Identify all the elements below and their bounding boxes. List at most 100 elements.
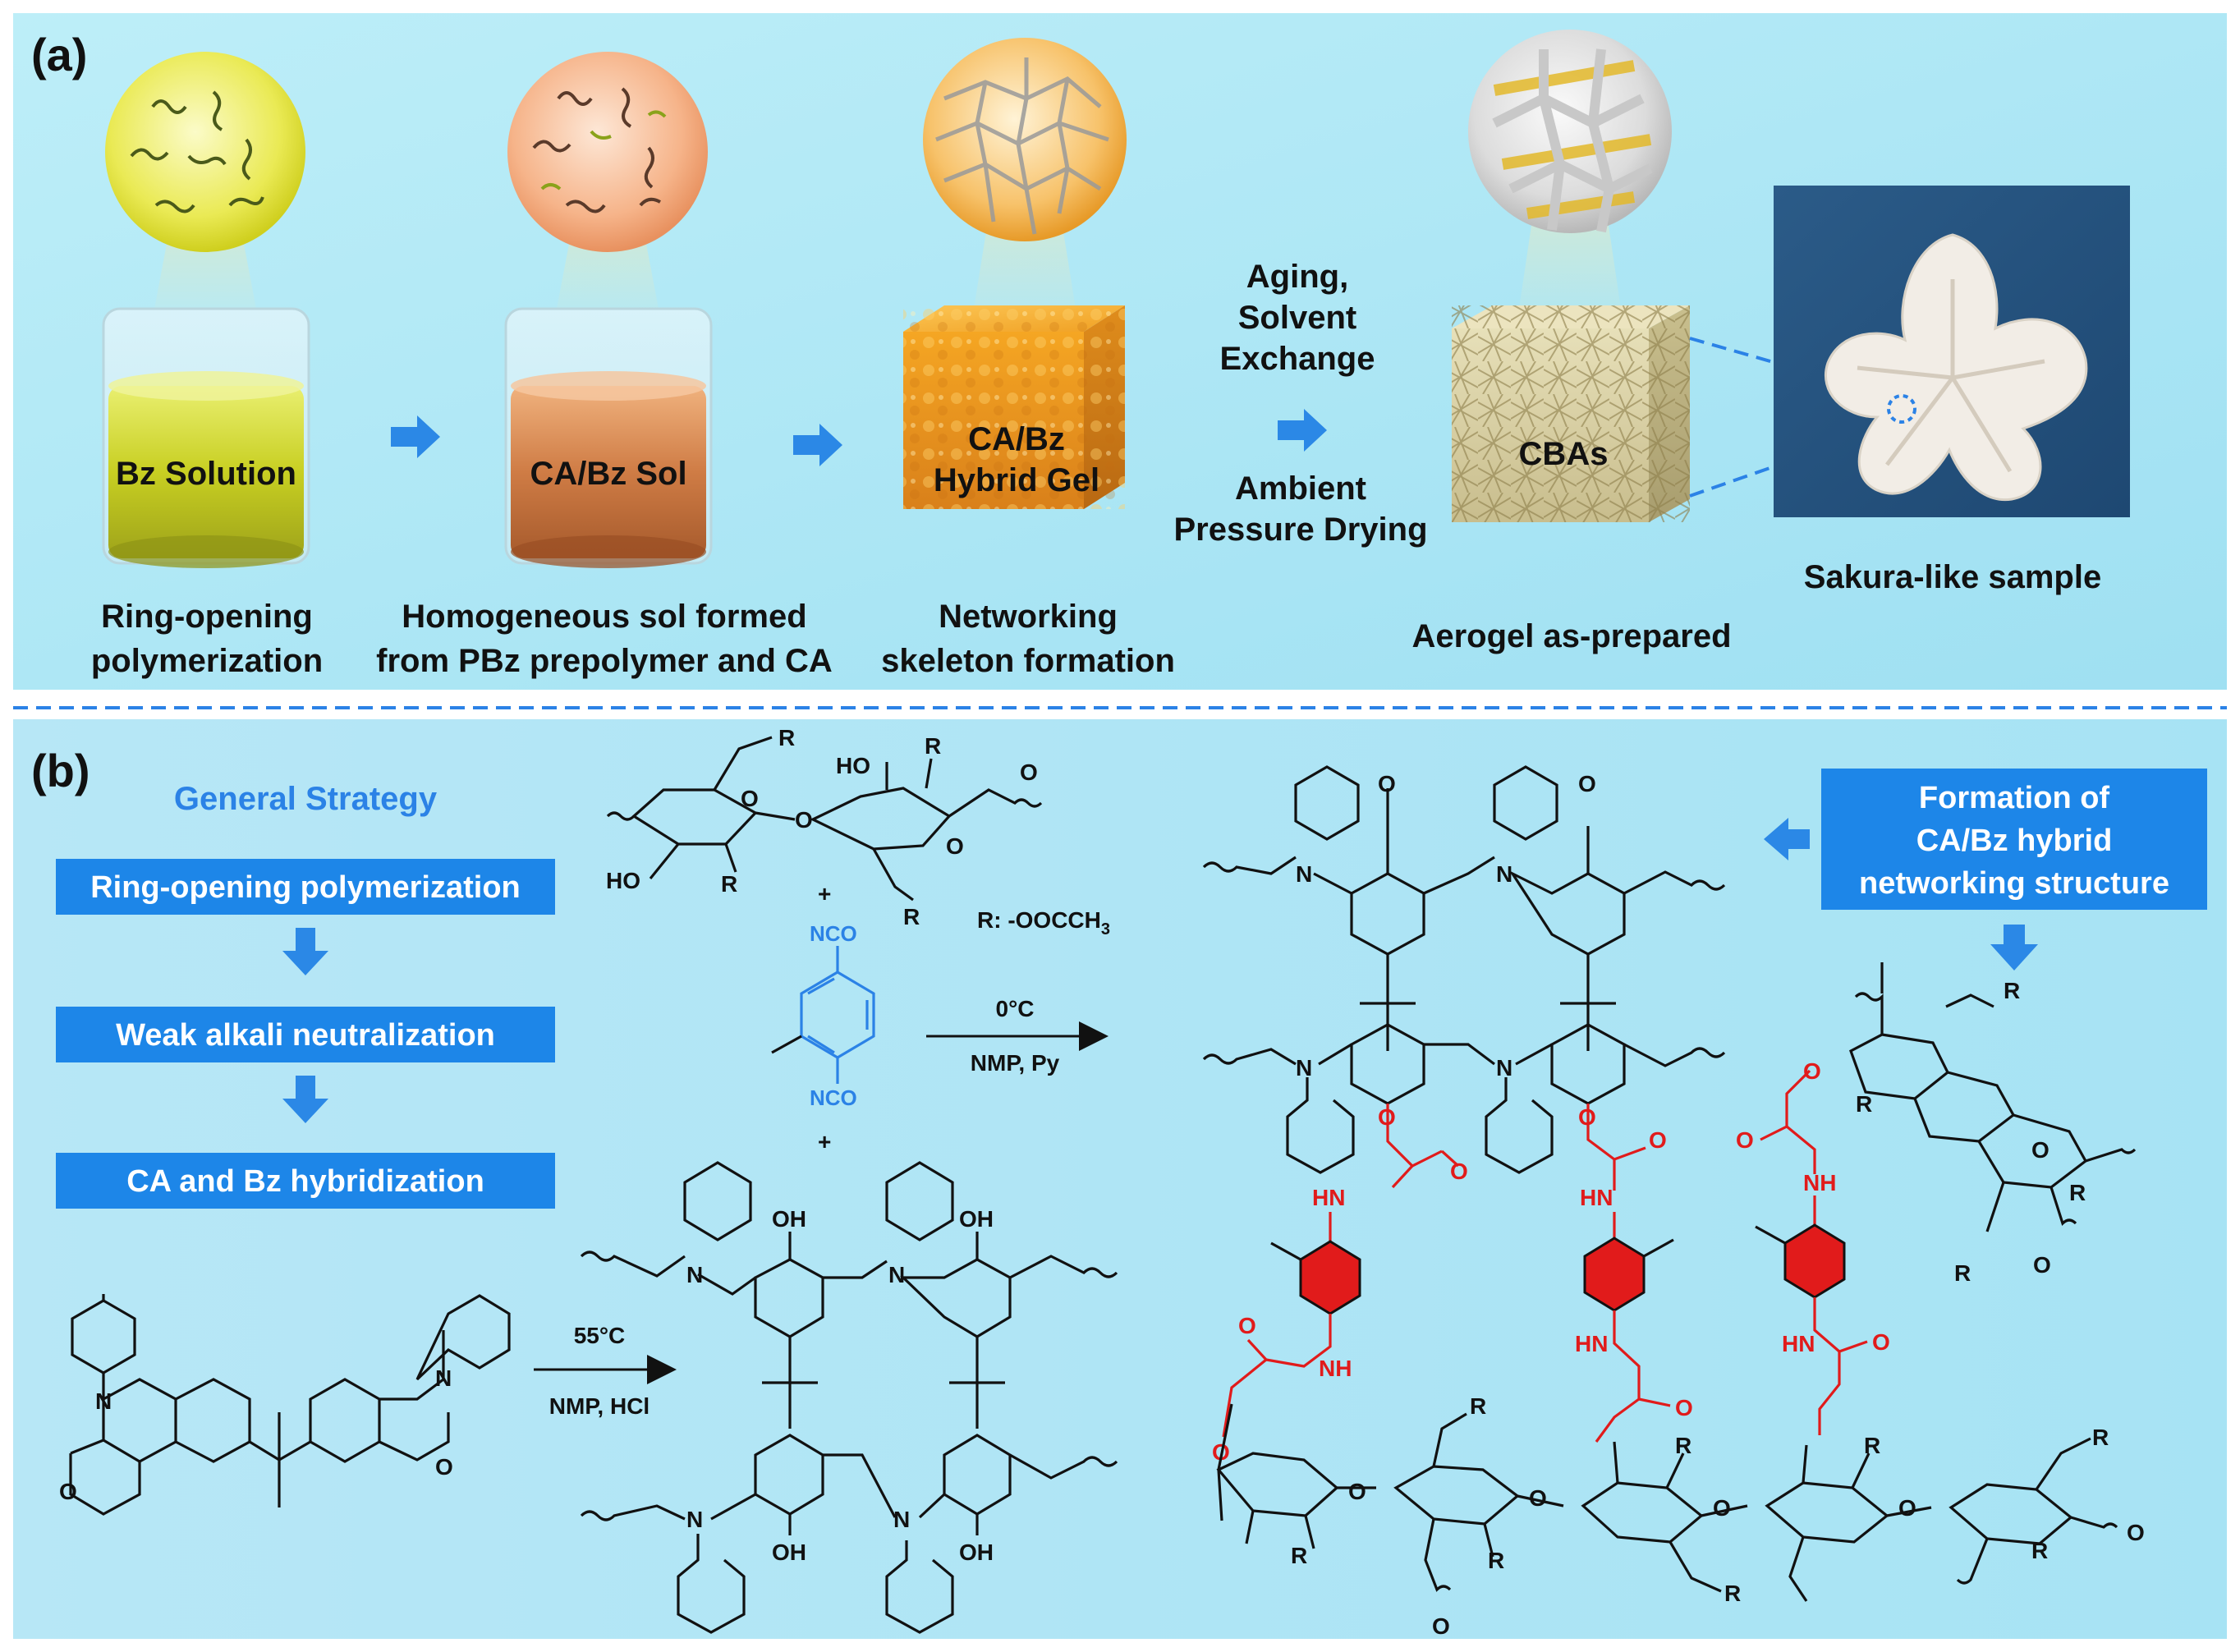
pbz-atom-n-1: N: [686, 1262, 703, 1287]
strategy-step-3: CA and Bz hybridization: [126, 1164, 484, 1199]
formation-arrow-left: [1764, 818, 1810, 860]
flow-arrow-1: [391, 415, 440, 458]
strategy-step-1-box: [56, 859, 555, 915]
condition-2-bottom: NMP, HCl: [549, 1393, 650, 1419]
panel-a-label: (a): [31, 29, 87, 80]
hybrid-network-urethane-part: [1222, 1069, 1868, 1443]
cell-atom-r-5: R: [1724, 1581, 1741, 1606]
process-line-4: Ambient: [1235, 470, 1366, 507]
step1-caption-line1: Ring-opening: [101, 599, 313, 635]
urethane-hn-2: HN: [1580, 1185, 1613, 1210]
step2-caption-line1: Homogeneous sol formed: [402, 599, 806, 635]
ca-atom-r-3: R: [925, 733, 941, 759]
hybrid-gel-label-line2: Hybrid Gel: [934, 462, 1099, 498]
urethane-hn-4: HN: [1782, 1331, 1815, 1356]
condition-2-top: 55°C: [574, 1323, 626, 1348]
general-strategy: General Strategy Ring-opening polymeriza…: [56, 781, 555, 1209]
urethane-nh-1: NH: [1319, 1356, 1352, 1381]
bz-atom-o-2: O: [435, 1454, 453, 1480]
pbz-atom-oh-1: OH: [772, 1206, 806, 1232]
urethane-o-9: O: [1736, 1127, 1754, 1153]
ca-atom-o-1: O: [741, 786, 759, 811]
cell-atom-r-12: R: [1954, 1260, 1971, 1286]
ca-atom-ho-2: HO: [836, 753, 870, 778]
cell-atom-r-10: R: [1856, 1091, 1872, 1117]
cell-atom-r-7: R: [2092, 1425, 2109, 1450]
cell-atom-r-11: R: [2069, 1180, 2086, 1205]
urethane-o-7: O: [1675, 1395, 1693, 1420]
ca-atom-o-2: O: [795, 807, 813, 833]
pbz-atom-oh-3: OH: [772, 1540, 806, 1565]
bz-solution-beaker: Bz Solution: [102, 52, 310, 568]
strategy-step-1: Ring-opening polymerization: [90, 870, 521, 905]
polybenzoxazine-structure: [580, 1161, 1118, 1634]
ca-atom-r-1: R: [778, 725, 795, 750]
hybrid-network-cellulose-part: [1216, 962, 2137, 1602]
bz-atom-n-1: N: [95, 1388, 112, 1414]
hn-atom-n-2: N: [1496, 861, 1512, 887]
cell-atom-r-9: R: [2004, 978, 2020, 1003]
aerogel-label: CBAs: [1519, 436, 1609, 472]
flow-arrow-3: [1278, 409, 1327, 452]
step3-caption-line1: Networking: [939, 599, 1118, 635]
pbz-atom-oh-4: OH: [959, 1540, 994, 1565]
plus-sign-2: +: [818, 1129, 831, 1154]
hn-atom-o-top-1: O: [1378, 771, 1396, 796]
tdi-nco-top: NCO: [810, 921, 857, 946]
ca-atom-ho-1: HO: [606, 868, 640, 893]
flow-arrow-2: [793, 424, 842, 466]
formation-box: Formation of CA/Bz hybrid networking str…: [1764, 769, 2207, 971]
formation-arrow-down: [1990, 925, 2038, 971]
formation-line-2: CA/Bz hybrid: [1916, 824, 2113, 858]
sakura-sample-photo: [1774, 186, 2130, 517]
r-group-definition: R: -OOCCH3: [977, 907, 1110, 938]
ca-atom-o-3: O: [1020, 759, 1038, 785]
tdi-structure: [771, 946, 875, 1084]
hn-atom-n-3: N: [1296, 1055, 1312, 1081]
cell-atom-o-5: O: [1432, 1613, 1450, 1639]
plus-sign-1: +: [818, 881, 831, 906]
strategy-arrow-1: [282, 928, 328, 975]
cell-atom-o-4: O: [1898, 1495, 1916, 1521]
process-conditions: Aging, Solvent Exchange Ambient Pressure…: [1173, 259, 1427, 548]
urethane-o-10: O: [1872, 1329, 1890, 1355]
bz-atom-o-1: O: [59, 1479, 77, 1504]
strategy-step-2: Weak alkali neutralization: [116, 1018, 495, 1053]
condition-1-bottom: NMP, Py: [971, 1050, 1060, 1076]
urethane-o-3: O: [1238, 1313, 1256, 1338]
strategy-arrow-2: [282, 1076, 328, 1123]
aerogel-cube: CBAs: [1452, 30, 1690, 522]
pbz-atom-oh-2: OH: [959, 1206, 994, 1232]
cell-atom-o-1: O: [1348, 1479, 1366, 1504]
cell-atom-r-2: R: [1470, 1393, 1486, 1419]
urethane-o-8: O: [1803, 1058, 1821, 1084]
hybrid-gel-label-line1: CA/Bz: [968, 421, 1065, 457]
ca-bz-sol-zoom-sphere: [507, 52, 708, 252]
strategy-step-2-box: [56, 1007, 555, 1062]
process-line-1: Aging,: [1246, 259, 1348, 295]
step2-caption-line2: from PBz prepolymer and CA: [376, 643, 833, 679]
cell-atom-r-1: R: [1291, 1543, 1307, 1568]
hn-atom-n-4: N: [1496, 1055, 1512, 1081]
cell-atom-r-3: R: [1488, 1548, 1504, 1573]
strategy-title: General Strategy: [174, 781, 438, 817]
tdi-nco-bottom: NCO: [810, 1085, 857, 1110]
ca-atom-o-4: O: [946, 833, 964, 859]
hybrid-gel-cube: CA/Bz Hybrid Gel: [903, 38, 1127, 509]
strategy-step-3-box: [56, 1153, 555, 1209]
cell-atom-o-3: O: [1713, 1495, 1731, 1521]
cell-atom-o-8: O: [2033, 1252, 2051, 1278]
step4-caption: Aerogel as-prepared: [1411, 618, 1731, 654]
cell-atom-r-6: R: [1864, 1433, 1880, 1458]
condition-1-top: 0°C: [996, 996, 1035, 1021]
cell-atom-r-4: R: [1675, 1433, 1691, 1458]
urethane-o-2: O: [1450, 1159, 1468, 1184]
formation-line-3: networking structure: [1859, 866, 2169, 901]
hn-atom-n-1: N: [1296, 861, 1312, 887]
process-line-3: Exchange: [1220, 341, 1375, 377]
formation-line-1: Formation of: [1919, 781, 2110, 815]
ca-bz-sol-label: CA/Bz Sol: [530, 456, 686, 492]
process-line-2: Solvent: [1238, 300, 1356, 336]
urethane-nh-2: NH: [1803, 1170, 1836, 1195]
